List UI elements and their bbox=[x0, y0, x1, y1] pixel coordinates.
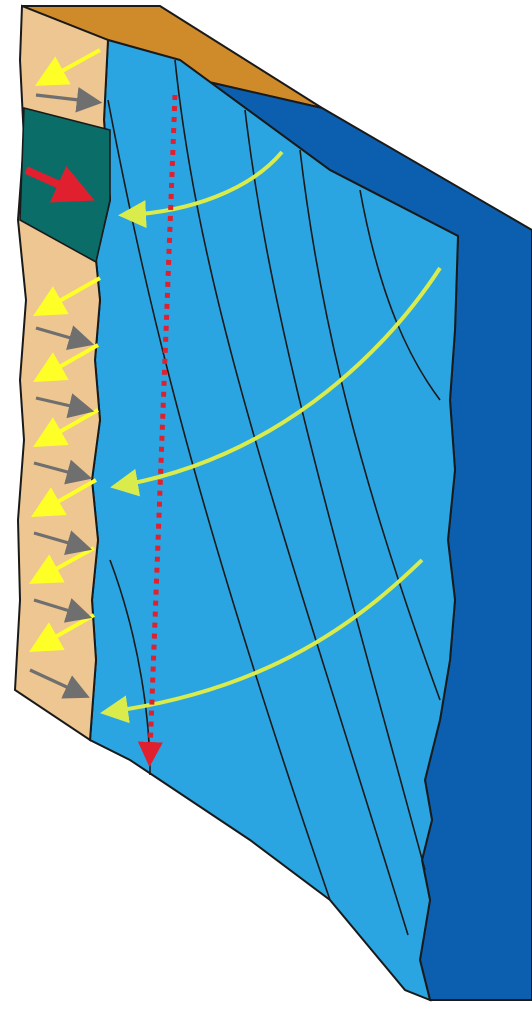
block-diagram bbox=[0, 0, 532, 1009]
